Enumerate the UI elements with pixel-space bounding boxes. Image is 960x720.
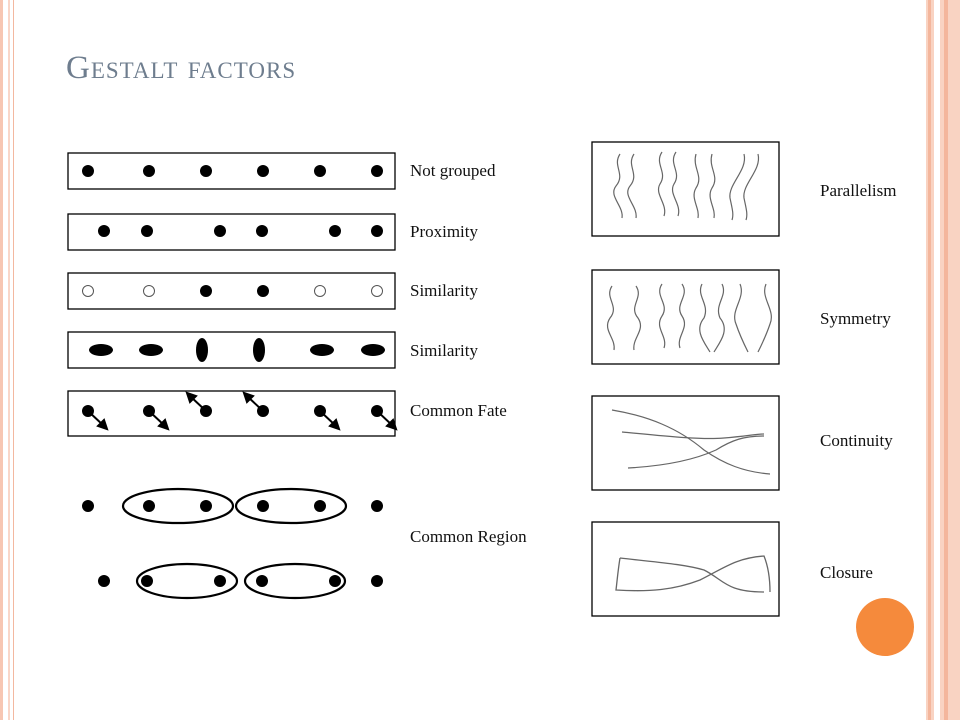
label-closure: Closure: [820, 563, 873, 582]
label-symmetry: Symmetry: [820, 309, 891, 328]
label-common-region: Common Region: [410, 527, 527, 546]
label-not-grouped: Not grouped: [410, 161, 496, 180]
gestalt-diagram: Not grouped Proximity Similarity: [67, 141, 896, 617]
gestalt-figure: Not grouped Proximity Similarity: [64, 138, 921, 618]
panel-symmetry: Symmetry: [591, 269, 891, 365]
panel-parallelism: Parallelism: [591, 141, 896, 237]
label-common-fate: Common Fate: [410, 401, 507, 420]
row-common-region: Common Region: [82, 487, 527, 600]
slide-title: Gestalt factors: [66, 50, 297, 86]
right-decorative-border: [920, 0, 960, 720]
row-similarity-shape: Similarity: [67, 331, 479, 369]
panel-continuity: Continuity: [591, 395, 893, 491]
row-similarity-fill: Similarity: [67, 272, 479, 310]
row-not-grouped: Not grouped: [67, 152, 496, 190]
label-similarity-2: Similarity: [410, 341, 479, 360]
accent-circle: [856, 598, 914, 656]
label-parallelism: Parallelism: [820, 181, 896, 200]
row-common-fate: Common Fate: [67, 390, 507, 437]
panel-closure: Closure: [591, 521, 873, 617]
left-decorative-border: [0, 0, 14, 720]
label-continuity: Continuity: [820, 431, 893, 450]
label-similarity-1: Similarity: [410, 281, 479, 300]
row-proximity: Proximity: [67, 213, 479, 251]
label-proximity: Proximity: [410, 222, 479, 241]
